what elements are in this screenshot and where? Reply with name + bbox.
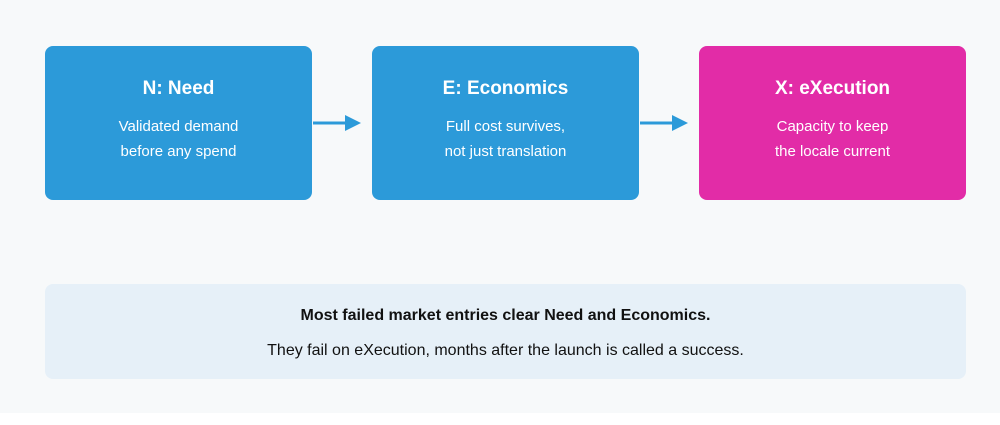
execution-description-line-1: Capacity to keep [776,118,889,135]
need-title: N: Need [142,78,215,99]
summary-note-detail: They fail on eXecution, months after the… [267,342,744,359]
execution-title: X: eXecution [774,78,891,99]
need-description-line-2: before any spend [120,143,237,160]
summary-note: Most failed market entries clear Need an… [45,284,966,379]
execution-box: X: eXecution Capacity to keep the locale… [699,46,966,200]
economics-title: E: Economics [442,78,569,99]
execution-description-line-2: the locale current [774,143,891,160]
economics-description-line-1: Full cost survives, [445,118,566,135]
summary-note-headline: Most failed market entries clear Need an… [300,307,711,324]
need-description-line-1: Validated demand [118,118,239,135]
arrow-right-icon [640,115,688,131]
arrow-right-icon [313,115,361,131]
economics-box: E: Economics Full cost survives, not jus… [372,46,639,200]
economics-description-line-2: not just translation [444,143,567,160]
diagram-canvas: N: Need Validated demand before any spen… [45,46,966,379]
need-box: N: Need Validated demand before any spen… [45,46,312,200]
